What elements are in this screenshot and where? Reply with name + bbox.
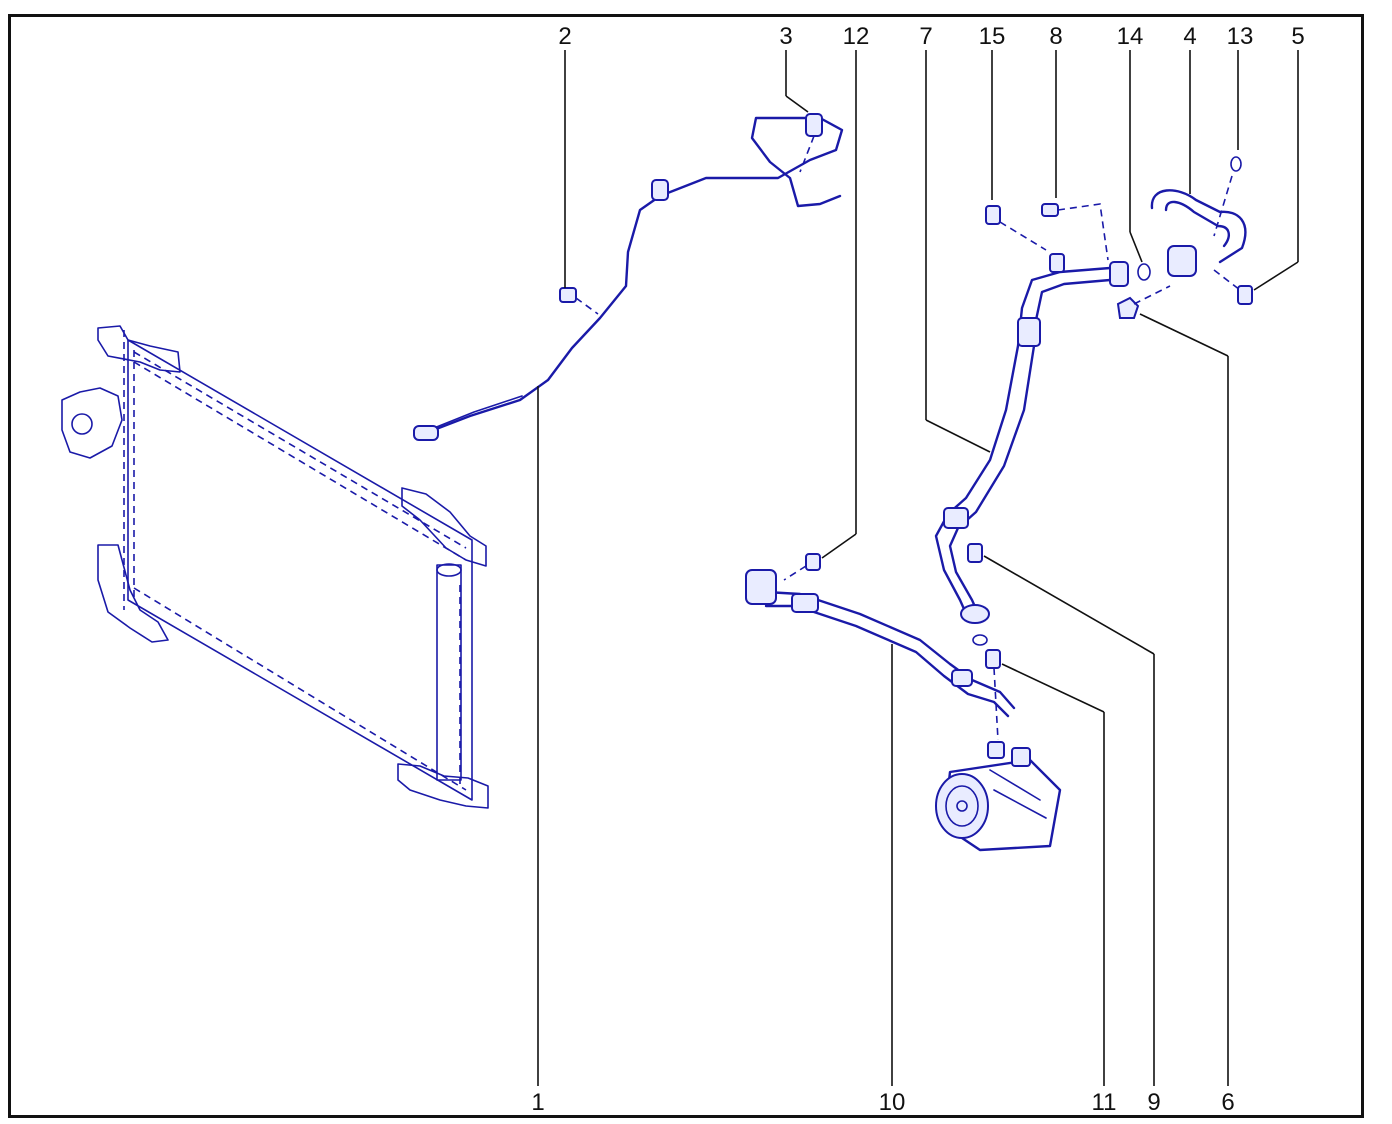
callout-9: 9 <box>1147 1089 1160 1116</box>
leader-lines <box>537 50 1299 1086</box>
valve-assembly <box>985 156 1253 319</box>
callout-15: 15 <box>979 23 1006 50</box>
callout-13: 13 <box>1227 23 1254 50</box>
compressor <box>935 741 1062 852</box>
callout-6: 6 <box>1221 1089 1234 1116</box>
callout-12: 12 <box>843 23 870 50</box>
pipe-10 <box>745 543 1016 741</box>
diagram-frame <box>8 14 1364 1118</box>
pipe-1 <box>413 113 844 441</box>
hose-7 <box>934 253 1129 624</box>
part-15-nut <box>985 205 1001 225</box>
part-12-bolt <box>805 553 821 571</box>
callout-4: 4 <box>1183 23 1196 50</box>
callout-1: 1 <box>531 1089 544 1116</box>
part-8-bolt <box>1041 203 1059 217</box>
callout-7: 7 <box>919 23 932 50</box>
part-13-o-ring <box>1230 156 1242 172</box>
callout-2: 2 <box>558 23 571 50</box>
condenser <box>61 325 489 809</box>
callout-8: 8 <box>1049 23 1062 50</box>
part-6-nut <box>1116 296 1140 319</box>
part-9-bolt <box>967 543 983 563</box>
callout-10: 10 <box>879 1089 906 1116</box>
callout-11: 11 <box>1092 1089 1117 1116</box>
callout-3: 3 <box>779 23 792 50</box>
part-5-bolt <box>1237 285 1253 305</box>
part-11-bolt <box>985 649 1001 669</box>
callout-14: 14 <box>1117 23 1144 50</box>
part-4-hose <box>1150 189 1247 264</box>
part-14-o-ring <box>1137 263 1151 281</box>
callout-5: 5 <box>1291 23 1304 50</box>
callout-labels: 2 3 12 7 15 8 14 4 13 5 1 10 11 9 6 <box>531 23 1304 1116</box>
